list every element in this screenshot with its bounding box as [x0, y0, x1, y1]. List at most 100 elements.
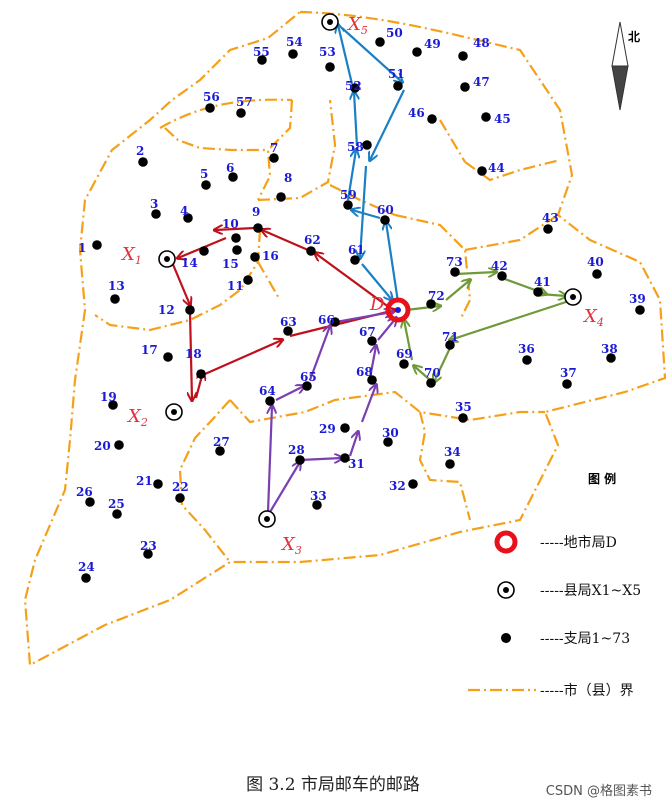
branch-office: 38: [601, 342, 618, 363]
branch-office-number: 24: [78, 560, 95, 574]
branch-office-point: [253, 223, 263, 233]
branch-office: 53: [319, 45, 336, 72]
branch-office-point: [412, 47, 422, 57]
branch-office-number: 3: [150, 197, 158, 211]
branch-office: 58: [347, 140, 372, 154]
branch-office-number: 61: [348, 243, 365, 257]
legend-branch-icon: [501, 633, 511, 643]
branch-office: 44: [477, 161, 505, 176]
branch-office: 29: [319, 422, 350, 436]
branch-office-number: 10: [222, 217, 239, 231]
branch-office-point: [367, 336, 377, 346]
branch-office-point: [306, 246, 316, 256]
branch-office-point: [153, 479, 163, 489]
branch-office-number: 49: [424, 37, 441, 51]
branch-office-number: 26: [76, 485, 93, 499]
branch-office-point: [399, 359, 409, 369]
blue-route: [338, 25, 404, 302]
branch-office: 50: [375, 26, 403, 47]
branch-office-point: [110, 294, 120, 304]
branch-office-number: 14: [181, 256, 198, 270]
branch-office-point: [85, 497, 95, 507]
branch-office-point: [592, 269, 602, 279]
branch-office: 3: [150, 197, 161, 219]
branch-office-number: 9: [252, 205, 260, 219]
branch-office-number: 70: [424, 366, 441, 380]
branch-office: 45: [481, 112, 511, 126]
branch-office-point: [302, 381, 312, 391]
branch-office-number: 71: [442, 330, 459, 344]
branch-office-point: [288, 49, 298, 59]
branch-office: 65: [300, 370, 317, 391]
branch-office: 17: [141, 343, 173, 362]
branch-office-number: 67: [359, 325, 376, 339]
branch-office: 6: [226, 161, 238, 182]
branch-office-point: [283, 326, 293, 336]
branch-office-point: [265, 396, 275, 406]
branch-office-point: [426, 378, 436, 388]
branch-office-number: 50: [386, 26, 403, 40]
branch-office-number: 12: [158, 303, 175, 317]
branch-office-point: [143, 549, 153, 559]
branch-office-point: [635, 305, 645, 315]
branch-office-point: [458, 51, 468, 61]
branch-office: 5: [200, 167, 211, 190]
legend-boundary: -----市（县）界: [540, 683, 634, 699]
branch-office: 64: [259, 384, 276, 406]
branch-office-point: [114, 440, 124, 450]
branch-office-point: [183, 213, 193, 223]
branch-office-point: [236, 108, 246, 118]
branch-office-point: [383, 437, 393, 447]
branch-office: 46: [408, 106, 437, 124]
branch-office-number: 27: [213, 435, 230, 449]
branch-office-point: [312, 500, 322, 510]
branch-office-number: 17: [141, 343, 158, 357]
county-offices: X5 X1 X2 X3 X4: [120, 13, 604, 557]
branch-office-point: [562, 379, 572, 389]
branch-office-number: 20: [94, 439, 111, 453]
branch-office: 16: [250, 249, 279, 263]
branch-office: 22: [172, 480, 189, 503]
branch-office-number: 34: [444, 445, 461, 459]
svg-text:D: D: [369, 294, 385, 315]
branch-office: 25: [108, 497, 125, 519]
branch-office-point: [243, 275, 253, 285]
legend-city-icon: [494, 530, 518, 554]
branch-office: 13: [108, 279, 125, 304]
county-office-X1: X1: [120, 244, 176, 268]
branch-office-number: 56: [203, 90, 220, 104]
branch-office-number: 37: [560, 366, 577, 380]
branch-office-point: [445, 340, 455, 350]
branch-office: 67: [359, 325, 377, 346]
branch-office-number: 28: [288, 443, 305, 457]
branch-office-point: [543, 224, 553, 234]
branch-office-number: 58: [347, 140, 364, 154]
branch-office: 63: [280, 315, 297, 336]
branch-office: 72: [426, 289, 445, 309]
branch-office-number: 33: [310, 489, 327, 503]
green-route: [404, 272, 566, 382]
branch-office-number: 11: [227, 279, 244, 293]
branch-office: 70: [424, 366, 441, 388]
branch-office-number: 13: [108, 279, 125, 293]
branch-office-number: 59: [340, 188, 357, 202]
branch-office-point: [393, 81, 403, 91]
branch-office: 51: [388, 67, 405, 91]
watermark: CSDN @格图素书: [545, 784, 652, 799]
branch-office-point: [477, 166, 487, 176]
branch-office-number: 65: [300, 370, 317, 384]
branch-office: 34: [444, 445, 461, 469]
branch-office-point: [427, 114, 437, 124]
svg-text:X1: X1: [120, 244, 142, 267]
branch-office-point: [228, 172, 238, 182]
branch-office-point: [460, 82, 470, 92]
branch-office: 60: [377, 203, 394, 225]
branch-office: 48: [458, 36, 490, 61]
branch-office-point: [295, 455, 305, 465]
branch-office: 18: [185, 347, 206, 379]
county-office-X3: X3: [258, 510, 302, 557]
county-office-X5: X5: [321, 13, 368, 37]
branch-office: 61: [348, 243, 365, 265]
branch-office: 47: [460, 75, 490, 92]
branch-office-point: [350, 255, 360, 265]
